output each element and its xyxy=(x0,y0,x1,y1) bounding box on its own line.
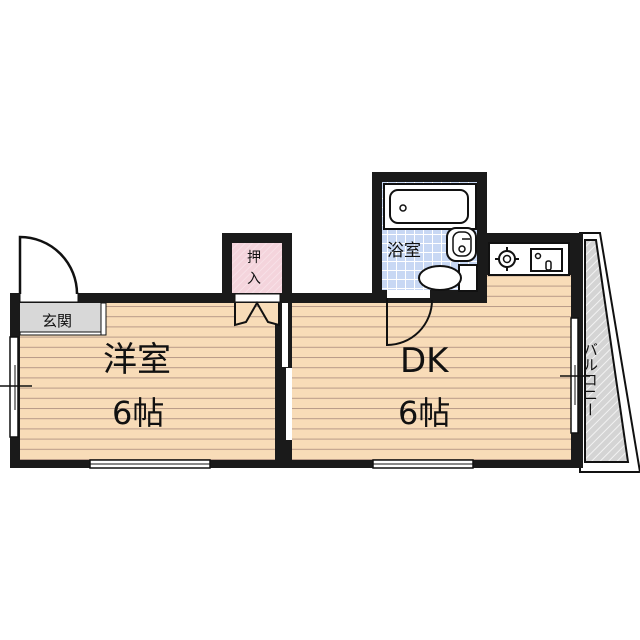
bathroom-door[interactable] xyxy=(386,298,433,347)
closet: 押 入 xyxy=(232,243,282,327)
dk-size: 6帖 xyxy=(398,394,450,432)
bathroom-label: 浴室 xyxy=(387,241,421,261)
kitchen-sink-icon xyxy=(530,248,563,272)
western-room-size: 6帖 xyxy=(112,394,164,432)
stove-burner-icon xyxy=(495,247,519,271)
windows xyxy=(0,317,590,469)
svg-text:押: 押 xyxy=(247,250,261,266)
balcony xyxy=(579,232,640,473)
sink-icon xyxy=(446,227,477,262)
dk-floor xyxy=(292,303,571,460)
balcony-label: バルコニー xyxy=(581,342,599,417)
bathroom: 浴室 xyxy=(382,182,478,292)
kitchen-counter xyxy=(488,242,570,276)
toilet-icon xyxy=(418,264,478,292)
svg-text:入: 入 xyxy=(247,271,261,287)
closet-door[interactable] xyxy=(234,301,280,327)
entrance-door[interactable] xyxy=(18,235,79,295)
dk-label: DK xyxy=(400,341,450,381)
western-room-label: 洋室 xyxy=(103,340,171,380)
entrance: 玄関 xyxy=(18,235,107,336)
entrance-label: 玄関 xyxy=(42,312,72,330)
sliding-door[interactable] xyxy=(282,303,292,440)
